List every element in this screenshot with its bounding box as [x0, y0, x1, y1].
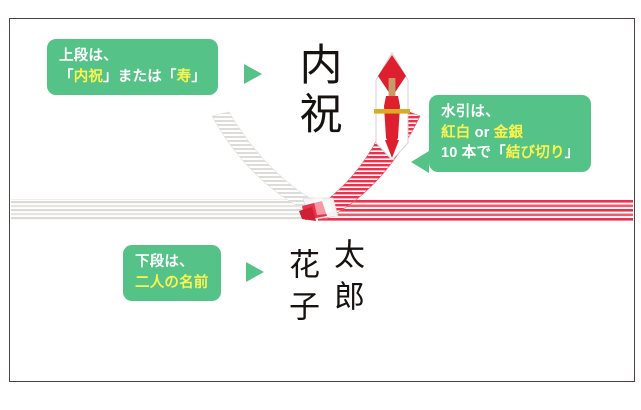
- callout-lower-tail: [246, 262, 264, 282]
- callout-mizuhiki-line3-post: 」: [564, 145, 580, 162]
- recipient-name-left-column: 花子: [283, 248, 319, 332]
- callout-mizuhiki-line1: 水引は、: [441, 104, 500, 120]
- recipient-name-right-column: 太郎: [328, 238, 364, 322]
- callout-mizuhiki-highlight-kingin: 金銀: [493, 124, 524, 141]
- callout-upper-line2: 「内祝」または「寿」: [59, 67, 206, 88]
- callout-mizuhiki-highlight-kouhaku: 紅白: [441, 124, 471, 141]
- callout-lower-highlight-names: 二人の名前: [135, 274, 209, 291]
- callout-upper-line2-post: 」: [191, 68, 207, 85]
- callout-mizuhiki-line2-mid: or: [470, 124, 494, 141]
- callout-mizuhiki-highlight-musubikiri: 結び切り: [505, 145, 565, 162]
- callout-upper-line2-pre: 「: [59, 68, 74, 85]
- callout-mizuhiki-tail: [411, 151, 429, 173]
- callout-upper-line2-mid: 」または「: [103, 68, 177, 85]
- callout-upper-tail: [244, 64, 262, 84]
- callout-upper-section: 上段は、 「内祝」または「寿」: [47, 39, 219, 96]
- callout-lower-line1: 下段は、: [135, 254, 194, 270]
- callout-mizuhiki-line2: 紅白 or 金銀: [441, 123, 579, 144]
- envelope-title-text: 内祝: [292, 42, 342, 140]
- callout-upper-highlight-uchiiwai: 内祝: [73, 68, 104, 85]
- callout-mizuhiki-line3: 10 本で「結び切り」: [441, 143, 579, 164]
- callout-upper-line1: 上段は、: [59, 48, 118, 64]
- callout-lower-section: 下段は、 二人の名前: [123, 245, 221, 302]
- callout-mizuhiki-line3-pre: 10 本で「: [441, 145, 506, 162]
- callout-mizuhiki: 水引は、 紅白 or 金銀 10 本で「結び切り」: [429, 95, 592, 172]
- callout-upper-highlight-kotobuki: 寿: [176, 68, 192, 85]
